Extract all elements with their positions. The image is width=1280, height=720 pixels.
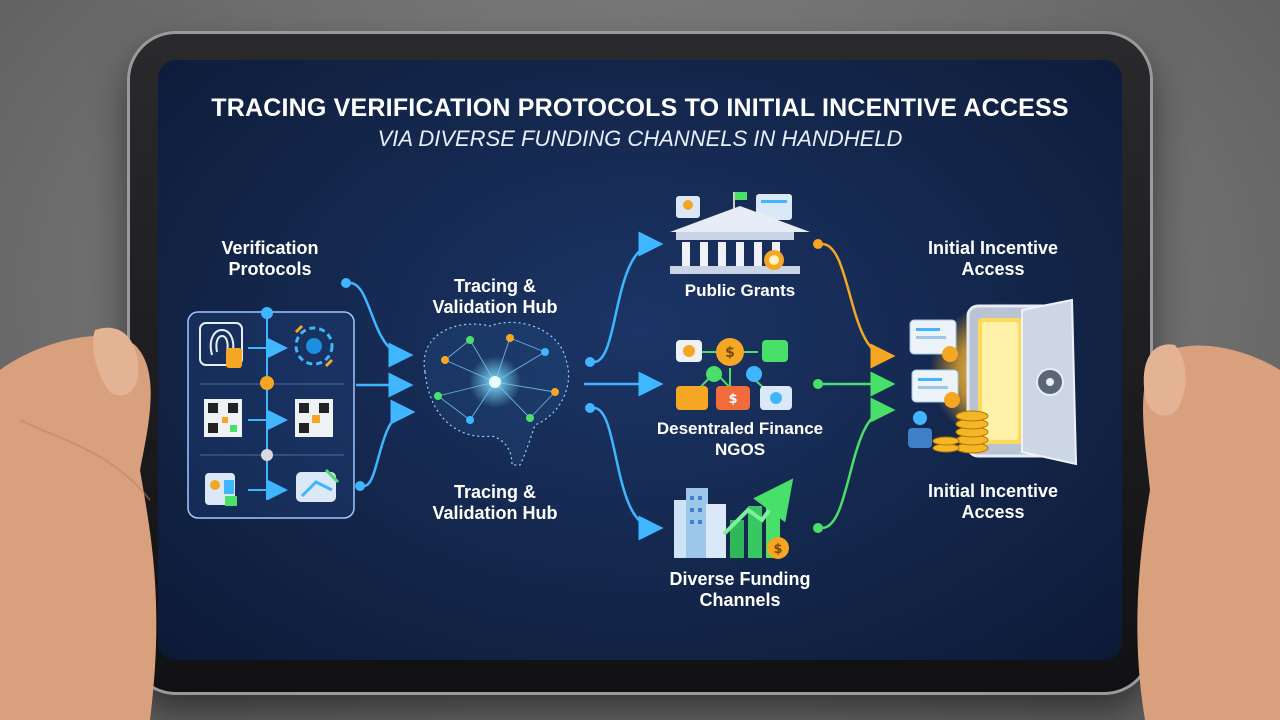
qr-code-icon	[295, 399, 333, 437]
brain-network-icon	[423, 321, 570, 466]
svg-text:$: $	[728, 392, 737, 407]
left-hand	[0, 327, 157, 720]
coin-stack-icon	[908, 410, 989, 454]
diagram-subtitle: VIA DIVERSE FUNDING CHANNELS IN HANDHELD	[377, 126, 903, 151]
bank-building-icon	[670, 192, 810, 274]
label-public-grants: Public Grants	[684, 281, 796, 300]
svg-text:$: $	[773, 542, 782, 557]
id-card-icon	[205, 473, 237, 506]
vault-icon	[930, 298, 1078, 466]
id-card-icon	[296, 468, 340, 502]
diagram-title: TRACING VERIFICATION PROTOCOLS TO INITIA…	[211, 94, 1069, 122]
svg-text:$: $	[725, 345, 735, 361]
fingerprint-icon	[199, 322, 243, 368]
qr-code-icon	[204, 399, 242, 437]
right-hand	[1137, 344, 1280, 720]
label-hub-top: Tracing &Validation Hub	[432, 276, 558, 317]
label-hub-bottom: Tracing &Validation Hub	[432, 482, 558, 523]
verification-panel	[187, 307, 355, 519]
coin-network-icon: $ $	[676, 338, 792, 410]
city-growth-icon: $	[674, 478, 794, 559]
id-card-icon	[909, 319, 960, 408]
gear-cycle-icon	[294, 324, 334, 368]
